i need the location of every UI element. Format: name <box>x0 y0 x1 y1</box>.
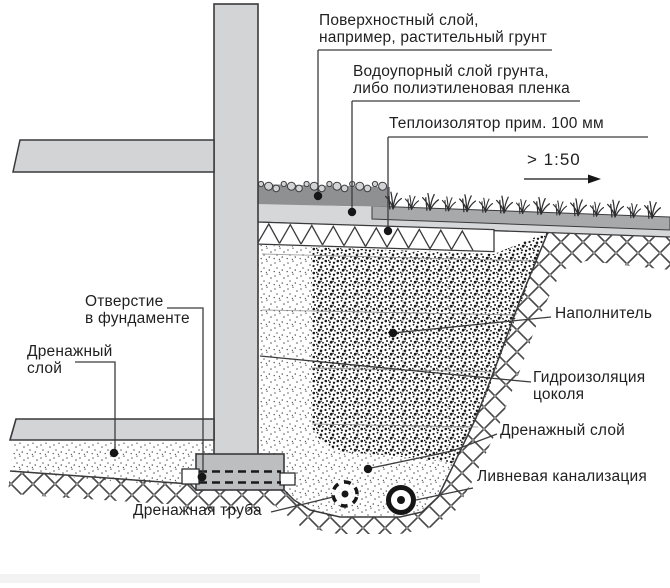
label-storm-sewer: Ливневая канализация <box>477 468 647 486</box>
storm-sewer-pipe-center <box>397 496 405 504</box>
waterproof-band <box>371 205 670 231</box>
compaction-grid-marks <box>357 250 449 458</box>
insulation-zigzag <box>257 222 474 251</box>
pipes <box>331 480 416 515</box>
building-structure <box>8 3 285 491</box>
slope-arrowhead <box>588 174 601 184</box>
label-insulation-text: Теплоизолятор прим. 100 мм <box>389 115 604 132</box>
foundation-opening-detail <box>181 468 296 486</box>
label-drainage-pipe: Дренажная труба <box>133 502 262 520</box>
label-waterproof-layer-line1: Водоупорный слой грунта, <box>353 63 549 80</box>
label-slope: > 1:50 <box>527 150 581 169</box>
scan-smudge <box>0 574 480 583</box>
topsoil-pebbles <box>257 180 388 193</box>
label-plinth-waterproofing-line1: Гидроизоляция <box>533 369 646 386</box>
basement-wall <box>213 3 259 457</box>
label-drainage-layer-left-line1: Дренажный <box>27 343 113 360</box>
pipe-sleeve-right <box>279 472 296 486</box>
label-drainage-layer-left-line2: слой <box>27 359 63 377</box>
label-drainage-layer-right: Дренажный слой <box>500 422 625 440</box>
label-filler-text: Наполнитель <box>555 305 653 322</box>
label-plinth-waterproofing: Гидроизоляция цоколя <box>533 369 646 403</box>
label-drainage-layer-left: Дренажный слой <box>27 343 113 377</box>
pipe-sleeve-left <box>181 468 200 485</box>
label-drainage-pipe-text: Дренажная труба <box>133 502 262 519</box>
label-plinth-waterproofing-line2: цоколя <box>533 385 585 403</box>
basement-floor-slab <box>8 418 215 441</box>
label-waterproof-layer-line2: либо полиэтиленовая пленка <box>353 79 570 97</box>
leader-lines <box>75 49 648 513</box>
label-drainage-layer-right-text: Дренажный слой <box>500 422 625 439</box>
label-surface-layer-line2: например, растительный грунт <box>319 28 548 46</box>
label-foundation-opening-line1: Отверстие <box>85 293 164 310</box>
leader-dots <box>109 174 601 482</box>
label-surface-layer-line1: Поверхностный слой, <box>319 12 479 29</box>
label-waterproof-layer: Водоупорный слой грунта, либо полиэтилен… <box>353 63 570 97</box>
label-insulation: Теплоизолятор прим. 100 мм <box>389 115 604 133</box>
label-slope-text: > 1:50 <box>527 150 581 169</box>
ground-floor-slab <box>12 139 215 173</box>
surface-layers <box>255 180 670 253</box>
label-filler: Наполнитель <box>555 305 653 323</box>
backfill-filler-region <box>261 232 548 464</box>
label-foundation-opening-line2: в фундаменте <box>85 309 190 327</box>
label-storm-sewer-text: Ливневая канализация <box>477 468 647 485</box>
compaction-layer-marks <box>261 253 537 428</box>
label-surface-layer: Поверхностный слой, например, растительн… <box>319 12 548 46</box>
label-foundation-opening: Отверстие в фундаменте <box>85 293 190 327</box>
drainage-pipe-center <box>341 490 349 498</box>
grass-tufts <box>385 191 662 219</box>
pipe-through-footing <box>199 470 281 484</box>
